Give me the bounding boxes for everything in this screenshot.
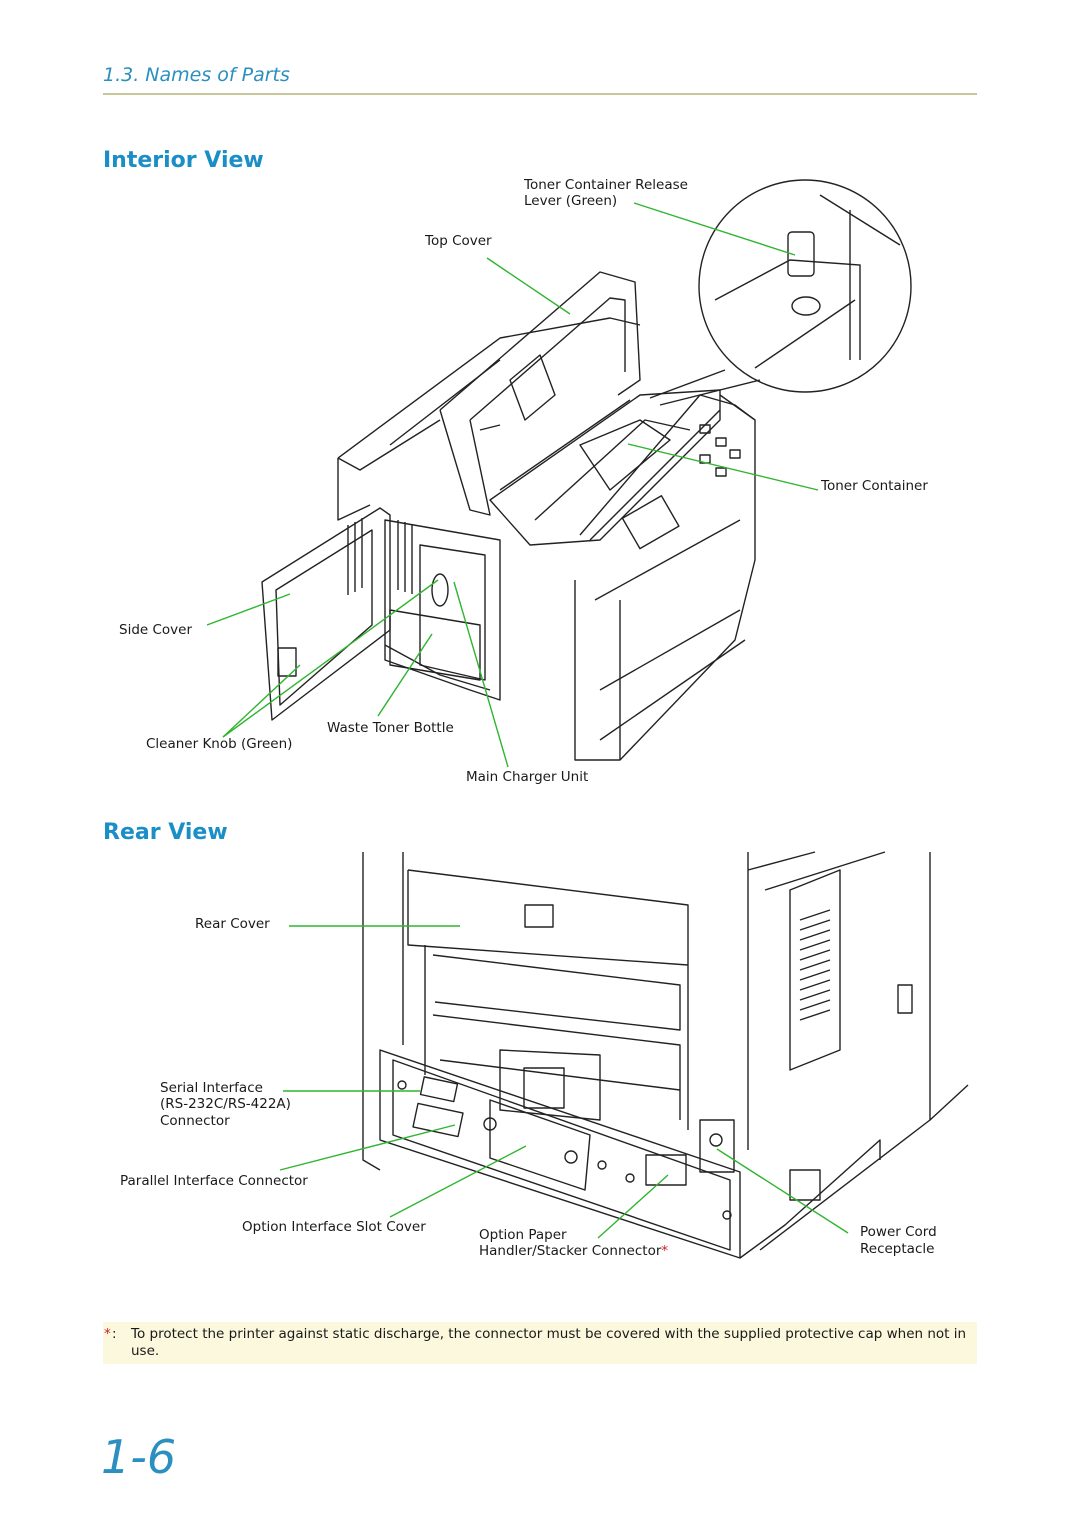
page-number: 1-6 [101, 1430, 177, 1484]
interior-view-heading: Interior View [103, 148, 264, 173]
footnote-box [103, 1322, 977, 1364]
interior-view-illustration [206, 179, 912, 768]
label-waste-toner-bottle: Waste Toner Bottle [327, 720, 454, 736]
label-option-paper-line2: Handler/Stacker Connector* [479, 1243, 669, 1259]
label-serial-line2: (RS-232C/RS-422A) [160, 1096, 291, 1112]
label-side-cover: Side Cover [119, 622, 193, 638]
asterisk-mark: * [661, 1243, 669, 1259]
label-power-cord-line1: Power Cord [860, 1224, 937, 1240]
footnote-colon: : [112, 1326, 117, 1342]
label-toner-release-line1: Toner Container Release [524, 177, 688, 193]
rear-view-heading: Rear View [103, 820, 228, 845]
label-cleaner-knob: Cleaner Knob (Green) [146, 736, 293, 752]
label-serial-line1: Serial Interface [160, 1080, 263, 1096]
footnote-asterisk: * [104, 1326, 111, 1342]
label-main-charger-unit: Main Charger Unit [466, 769, 589, 785]
label-serial-line3: Connector [160, 1113, 230, 1129]
footnote-text: To protect the printer against static di… [131, 1326, 967, 1359]
label-toner-container: Toner Container [821, 478, 928, 494]
label-rear-cover: Rear Cover [195, 916, 270, 932]
label-option-paper-line1: Option Paper [479, 1227, 567, 1243]
section-title: 1.3. Names of Parts [103, 64, 290, 86]
label-option-slot-cover: Option Interface Slot Cover [242, 1219, 426, 1235]
label-toner-release-line2: Lever (Green) [524, 193, 618, 209]
header-rule [103, 93, 977, 95]
label-top-cover: Top Cover [425, 233, 492, 249]
label-parallel-connector: Parallel Interface Connector [120, 1173, 308, 1189]
label-power-cord-line2: Receptacle [860, 1241, 935, 1257]
